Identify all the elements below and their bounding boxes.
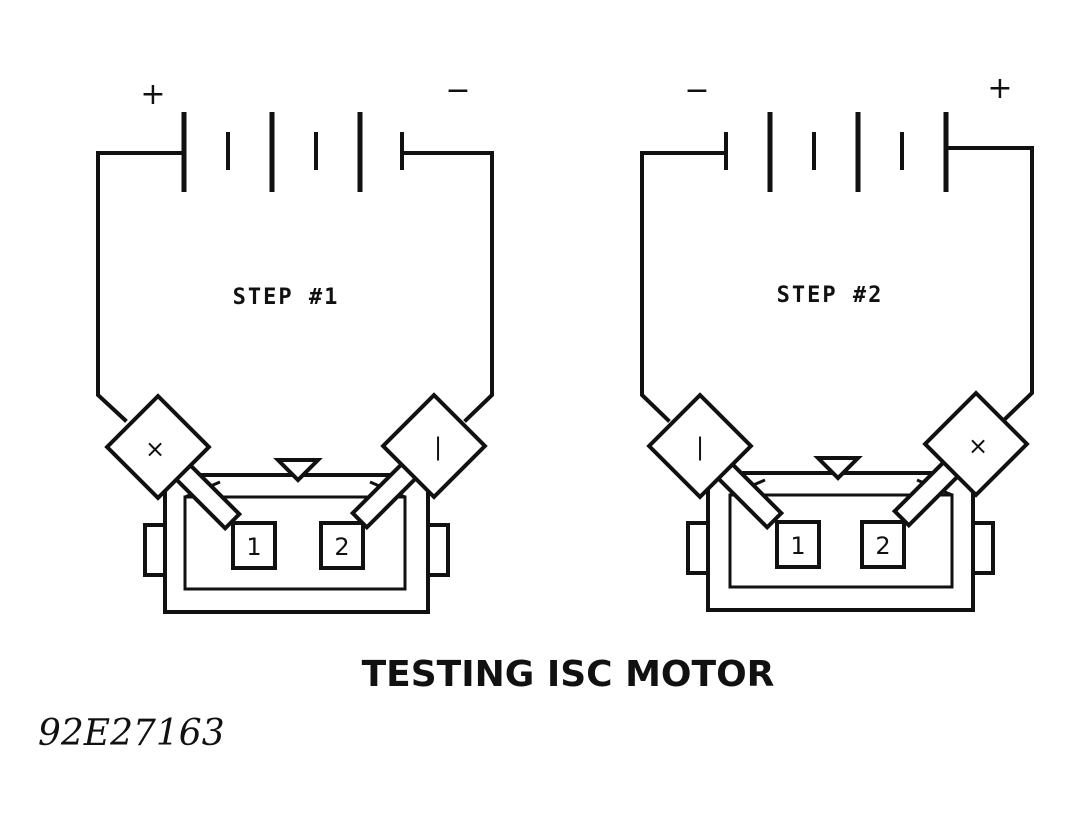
step-1-left-clip-sign: × bbox=[145, 435, 165, 463]
step-1-key-triangle bbox=[273, 458, 323, 483]
step-1-right-clip: | bbox=[349, 392, 488, 531]
step-2-label: STEP #2 bbox=[777, 283, 884, 308]
step-1-right-clip-body bbox=[380, 392, 488, 500]
step-2-key-triangle bbox=[813, 456, 863, 481]
step-2-pin-1-label: 1 bbox=[790, 532, 805, 560]
step-2-pin-2-terminal bbox=[860, 520, 906, 569]
step-1-label: STEP #1 bbox=[233, 285, 340, 310]
step-1-left-wire bbox=[96, 151, 186, 423]
step-2-battery-left-sign: − bbox=[684, 73, 709, 108]
step-1-pin-2-terminal bbox=[319, 521, 365, 570]
step-2-left-wire bbox=[640, 151, 728, 423]
step-1-pin-2-label: 2 bbox=[334, 533, 349, 561]
step-1-connector-inner bbox=[183, 495, 407, 591]
step-1-battery-right-sign: − bbox=[445, 73, 470, 108]
step-1-right-clip-sign: | bbox=[434, 433, 442, 461]
step-2-left-tab bbox=[686, 521, 710, 575]
step-2-battery-icon bbox=[724, 112, 949, 192]
step-1-circuit: + − STEP #1 1 2 × bbox=[96, 73, 494, 614]
step-2-pin-2-label: 2 bbox=[875, 532, 890, 560]
step-2-right-clip-body bbox=[922, 390, 1030, 498]
step-2-connector-inner bbox=[728, 493, 954, 589]
step-2-left-clip: | bbox=[646, 392, 785, 531]
step-1-right-wire bbox=[400, 151, 494, 423]
step-2-circuit: − + STEP #2 1 2 | bbox=[640, 71, 1034, 612]
figure-id: 92E27163 bbox=[38, 713, 225, 754]
step-2-right-wire bbox=[944, 146, 1034, 421]
step-1-battery-icon bbox=[181, 112, 404, 192]
step-2-right-tab bbox=[971, 521, 995, 575]
step-1-left-clip-body bbox=[104, 393, 212, 501]
step-2-left-clip-sign: | bbox=[696, 433, 704, 461]
step-1-pin-1-label: 1 bbox=[246, 533, 261, 561]
step-2-right-clip-sign: × bbox=[968, 432, 988, 460]
step-1-right-tab bbox=[426, 523, 450, 577]
step-1-battery-left-sign: + bbox=[140, 77, 165, 112]
step-1-pin-1-terminal bbox=[231, 521, 277, 570]
step-2-battery-right-sign: + bbox=[987, 71, 1012, 106]
step-2-pin-1-terminal bbox=[775, 520, 821, 569]
step-2-left-clip-body bbox=[646, 392, 754, 500]
step-2-right-clip: × bbox=[891, 390, 1030, 529]
step-1-left-tab bbox=[143, 523, 167, 577]
figure-caption: TESTING ISC MOTOR bbox=[362, 654, 775, 695]
step-1-left-clip: × bbox=[104, 393, 243, 532]
